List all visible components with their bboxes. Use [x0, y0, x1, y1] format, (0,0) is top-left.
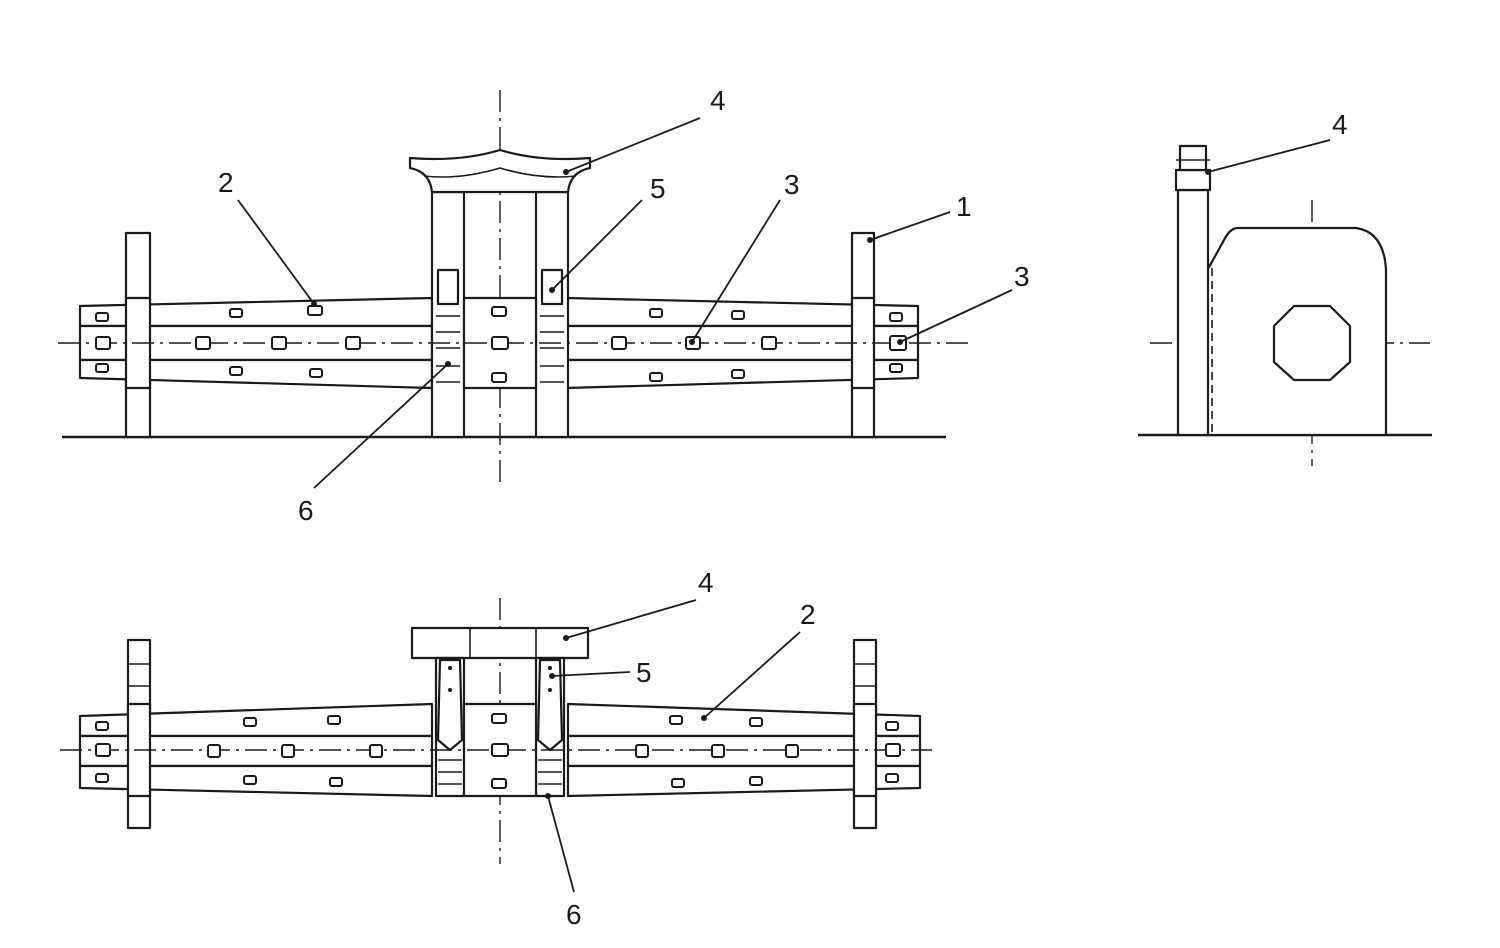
plan-callout-cap: 4 — [698, 567, 714, 598]
front-bitt-cap-moulding — [423, 167, 577, 178]
side-elevation — [1138, 144, 1432, 466]
front-bolt-holes — [95, 305, 907, 383]
front-callout-cleat: 6 — [298, 495, 314, 526]
plan-bitt-cap — [410, 626, 590, 660]
plan-right-cleats — [538, 759, 562, 785]
plan-left-strap — [436, 658, 464, 752]
plan-callout-cleat: 6 — [566, 899, 582, 930]
side-octagonal-hole — [1272, 304, 1352, 382]
front-bitt-left-column — [430, 190, 466, 439]
front-callout-bolt-end: 3 — [1014, 261, 1030, 292]
front-bitt-cap — [408, 148, 592, 194]
side-bitt-column — [1176, 188, 1210, 437]
front-bitt-right-column — [534, 190, 570, 439]
leader-lines — [237, 117, 1331, 893]
front-callout-post: 1 — [956, 191, 972, 222]
front-callout-strap: 5 — [650, 173, 666, 204]
side-callout-cap: 4 — [1332, 109, 1348, 140]
front-right-cleats — [540, 315, 564, 383]
front-left-strap — [436, 268, 460, 306]
front-callout-beam: 2 — [218, 167, 234, 198]
front-callout-cap: 4 — [710, 85, 726, 116]
plan-right-strap — [536, 658, 564, 752]
plan-view — [60, 598, 932, 864]
front-callout-bolt-middle: 3 — [784, 169, 800, 200]
plan-callout-strap: 5 — [636, 657, 652, 688]
side-bitt-cap — [1174, 168, 1212, 192]
plan-left-cleats — [438, 759, 462, 785]
plan-bolt-holes — [95, 713, 901, 789]
plan-callout-beam: 2 — [800, 599, 816, 630]
callout-labels: 4 2 5 3 1 3 6 4 4 2 5 6 — [218, 85, 1348, 930]
front-elevation — [58, 90, 968, 482]
plan-right-lower-beam — [566, 764, 922, 798]
side-bitt-head — [1178, 144, 1208, 172]
